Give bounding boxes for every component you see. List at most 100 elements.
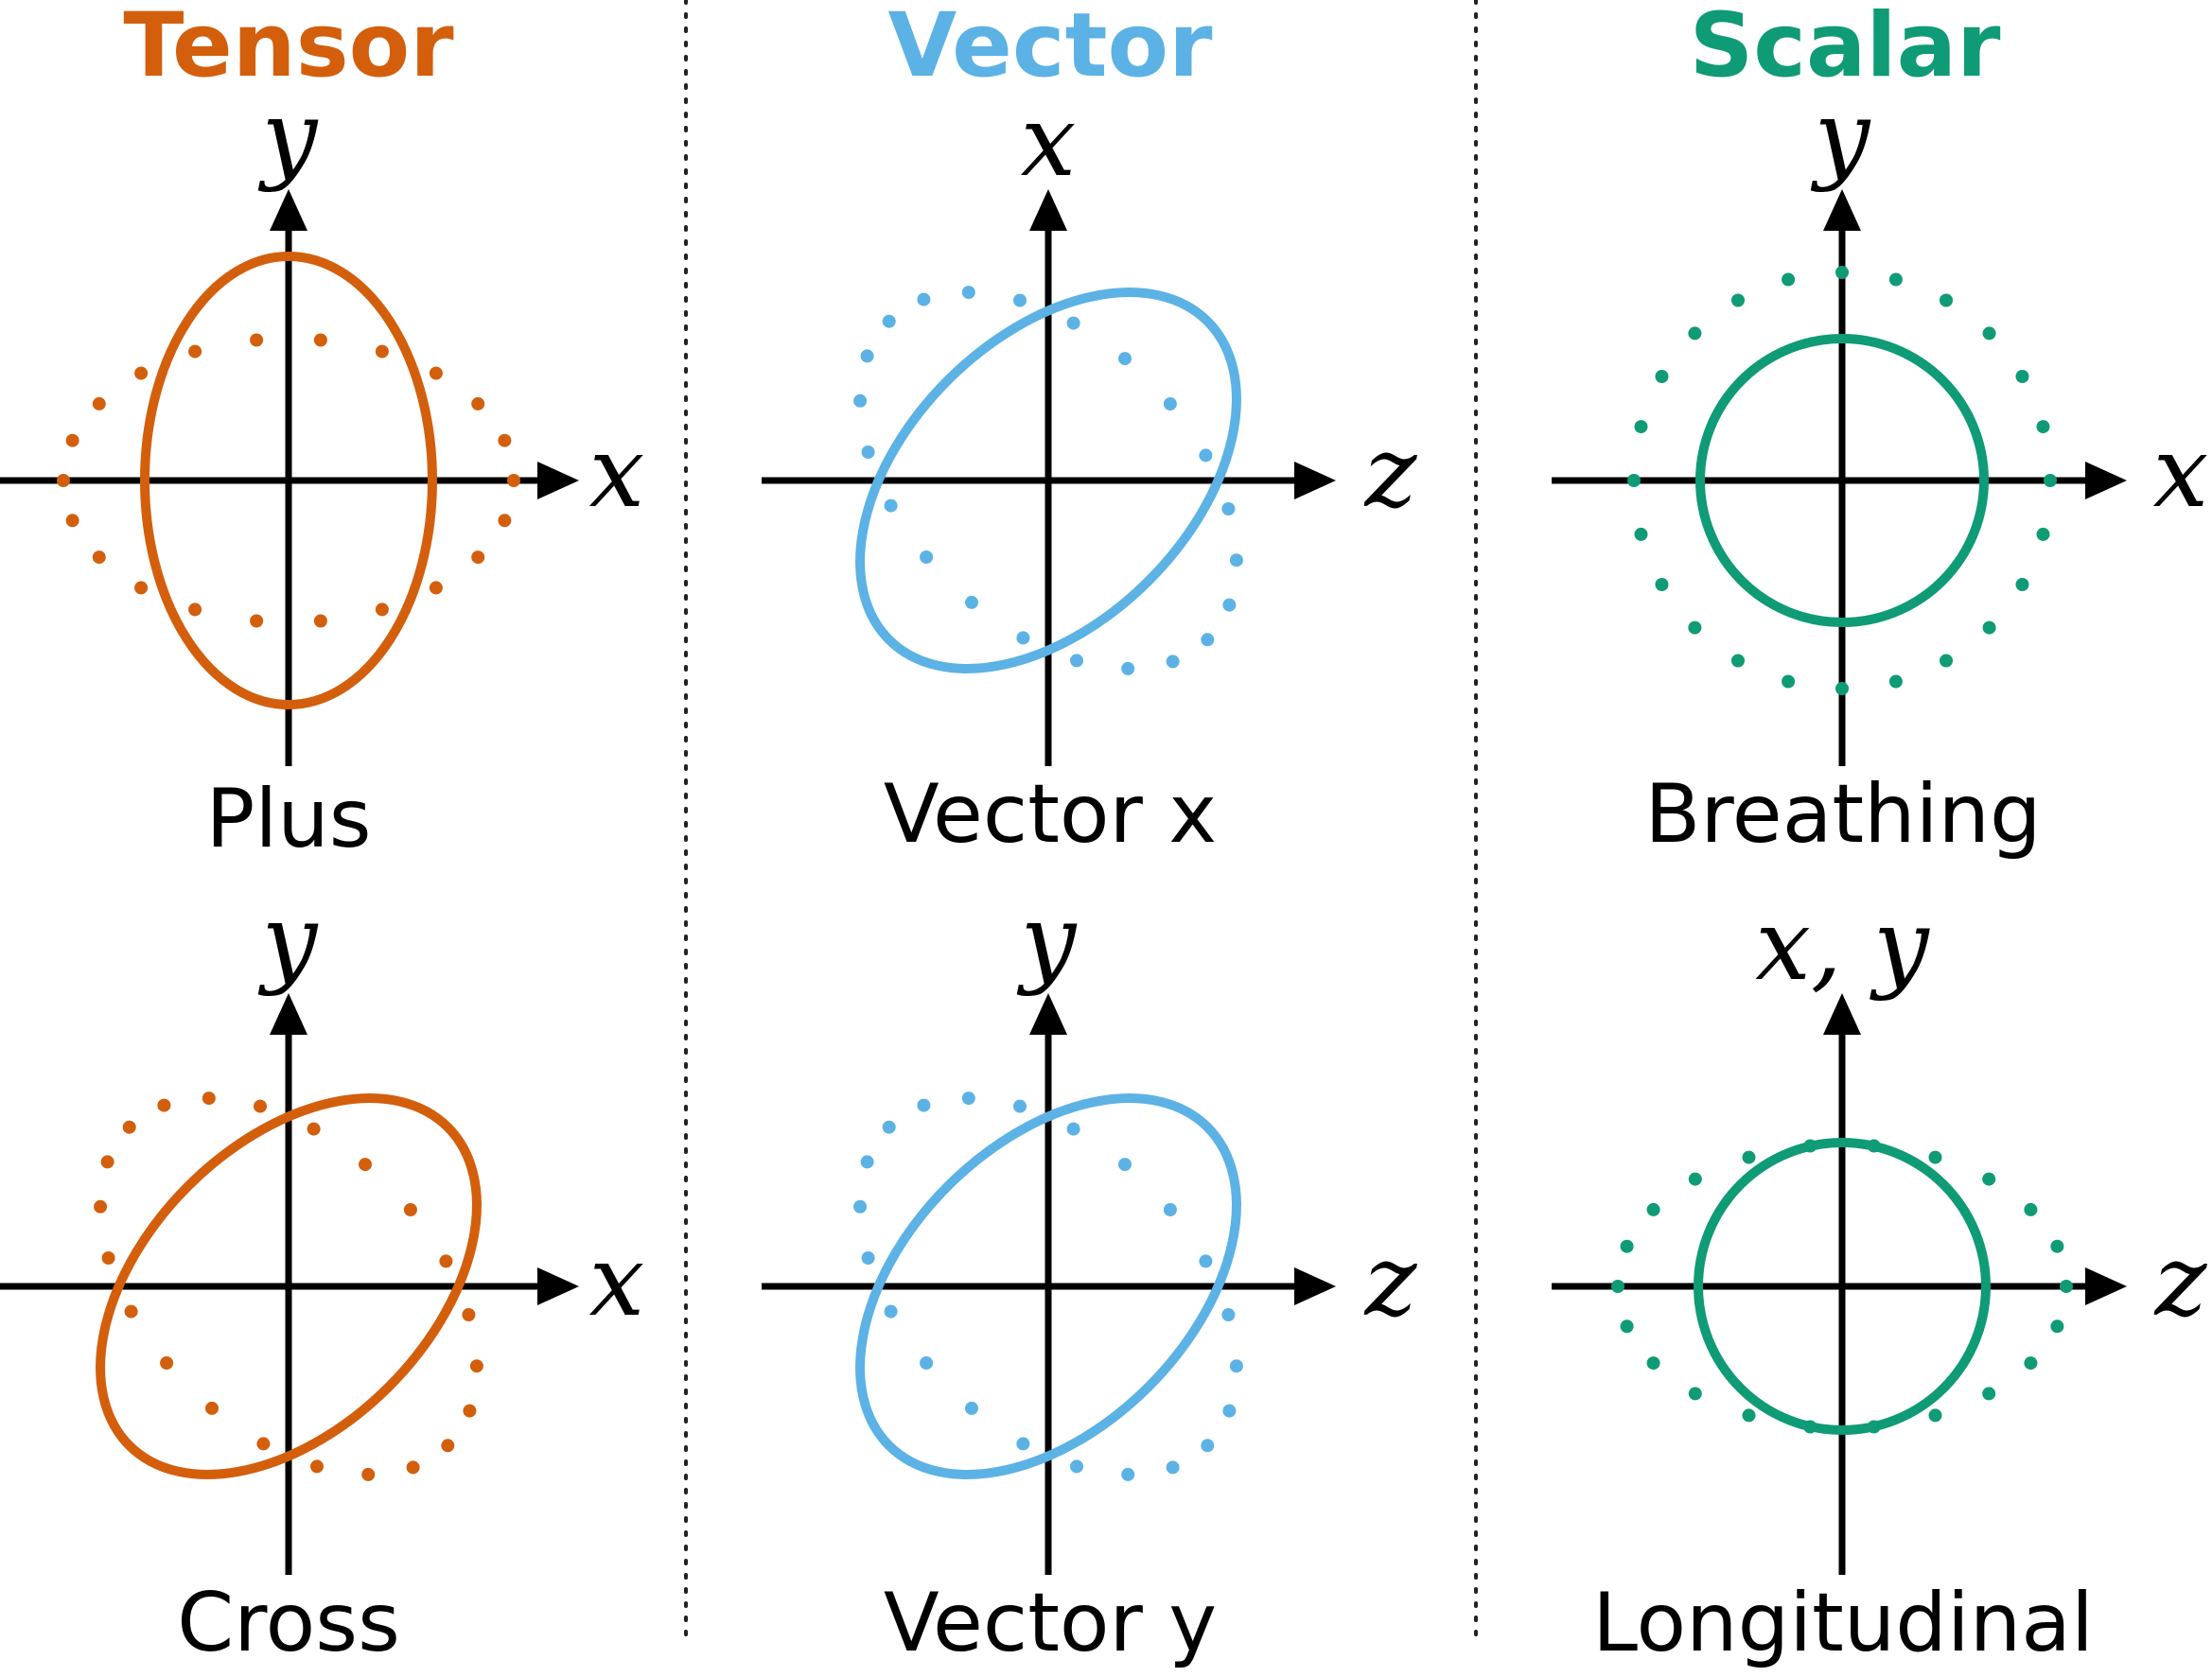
panel-vector-x-solid-ring (855, 288, 1241, 673)
panel-vector-y-dotted-point (1118, 1158, 1132, 1172)
panel-plus-dotted-point (375, 344, 389, 358)
panel-vector-y-solid-ring (855, 1093, 1241, 1479)
panel-plus-dotted-point (250, 333, 264, 347)
panel-longitudinal-dotted-point (2050, 1239, 2064, 1253)
panel-breathing-horizontal-arrow (2085, 462, 2127, 499)
panel-plus-dotted-point (188, 603, 202, 617)
panel-breathing-dotted-point (1982, 620, 1996, 635)
panel-vector-y-dotted-point (884, 1304, 898, 1319)
panel-cross-dotted-point (160, 1356, 174, 1370)
panel-vector-x-dotted-point (884, 498, 898, 513)
panel-vector-x-dotted-point (1016, 631, 1030, 645)
panel-vector-y-dotted-point (1121, 1467, 1135, 1481)
panel-vector-x (762, 189, 1336, 766)
panel-longitudinal-dotted-point (2060, 1280, 2073, 1293)
panel-plus-dotted-point (429, 366, 443, 380)
panel-cross-dotted-point (94, 1199, 108, 1214)
panel-breathing-dotted-point (1655, 578, 1669, 591)
panel-vector-x-dotted-point (1163, 397, 1177, 411)
panel-cross-vertical-axis-label: y (258, 882, 319, 998)
panel-longitudinal-dotted-point (2050, 1319, 2064, 1334)
panel-breathing-dotted-point (1688, 326, 1702, 341)
panel-plus-label: Plus (205, 772, 371, 866)
panel-vector-y-horizontal-axis-label: z (1363, 1223, 1418, 1338)
panel-longitudinal-solid-ring (1694, 1138, 1991, 1435)
panel-vector-x-dotted-point (1221, 502, 1236, 515)
panel-vector-x-dotted-point (882, 314, 896, 328)
panel-vector-x-label: Vector x (884, 767, 1217, 862)
panel-cross-dotted-point (307, 1122, 321, 1136)
panel-breathing-dotted-point (1982, 326, 1996, 341)
panel-vector-y-dotted-point (1222, 1404, 1237, 1418)
panel-cross-dotted-point (100, 1155, 114, 1169)
panel-breathing-vertical-arrow (1823, 189, 1861, 231)
panel-cross-dotted-point (469, 1359, 483, 1373)
panel-cross-dotted-point (403, 1203, 417, 1216)
panel-cross-dotted-point (205, 1401, 219, 1415)
panel-breathing-dotted-point (2015, 578, 2029, 591)
panel-cross-dotted-point (101, 1251, 115, 1265)
panel-plus-dotted-point (65, 514, 79, 528)
panel-cross-dotted-point (122, 1120, 136, 1134)
panel-breathing-dotted-point (1731, 293, 1745, 307)
panel-longitudinal-label: Longitudinal (1592, 1576, 2094, 1670)
panel-plus-dotted-point (134, 366, 149, 380)
panel-longitudinal-dotted-point (1646, 1356, 1660, 1371)
panel-vector-y-dotted-point (860, 1155, 874, 1169)
panel-vector-y-dotted-point (882, 1120, 896, 1134)
panel-breathing-dotted-point (2036, 527, 2050, 541)
column-title-tensor: Tensor (123, 0, 454, 97)
panel-breathing-dotted-point (1731, 654, 1745, 668)
panel-cross-dotted-point (202, 1092, 216, 1106)
panel-vector-x-vertical-arrow (1029, 189, 1067, 231)
panel-longitudinal-dotted-point (2024, 1356, 2038, 1371)
panel-longitudinal (1552, 993, 2127, 1575)
panel-cross-horizontal-arrow (537, 1267, 579, 1305)
panel-vector-y-dotted-point (1229, 1359, 1243, 1373)
panel-vector-y-dotted-point (1166, 1460, 1180, 1475)
panel-breathing-dotted-point (1655, 370, 1669, 383)
panel-breathing-dotted-point (1835, 682, 1849, 695)
panel-breathing-dotted-point (1634, 527, 1648, 541)
panel-breathing-dotted-point (2036, 420, 2050, 434)
panel-cross-vertical-arrow (270, 993, 307, 1035)
panel-breathing-dotted-point (1940, 293, 1953, 307)
panel-vector-x-dotted-point (1199, 448, 1213, 463)
panel-vector-y-label: Vector y (884, 1576, 1217, 1670)
panel-vector-x-dotted-point (1222, 598, 1237, 612)
panel-vector-x-horizontal-arrow (1294, 462, 1336, 499)
panel-breathing-solid-ring (1695, 334, 1989, 627)
panel-breathing-dotted-point (1835, 266, 1849, 279)
panel-plus-dotted-point (57, 474, 70, 487)
panel-vector-x-dotted-point (861, 445, 875, 459)
panel-vector-x-dotted-point (1070, 654, 1083, 668)
panel-longitudinal-vertical-axis-label: x, y (1755, 887, 1930, 1003)
panel-vector-y-vertical-axis-label: y (1017, 882, 1078, 998)
panel-vector-x-dotted-point (1118, 352, 1132, 366)
panel-vector-x-dotted-point (1201, 633, 1215, 647)
panel-vector-y-dotted-point (1016, 1437, 1030, 1451)
panel-vector-x-dotted-point (860, 349, 874, 363)
panel-cross-dotted-point (441, 1439, 455, 1453)
panel-longitudinal-dotted-point (1928, 1408, 1942, 1423)
panel-plus-dotted-point (92, 550, 106, 565)
panel-vector-y-dotted-point (1201, 1439, 1215, 1453)
panel-breathing-vertical-axis-label: y (1811, 79, 1871, 194)
panel-longitudinal-dotted-point (2024, 1202, 2038, 1216)
panel-vector-y-dotted-point (1199, 1254, 1213, 1268)
panel-breathing-dotted-point (1888, 674, 1903, 689)
panel-cross-dotted-point (361, 1467, 376, 1481)
panel-vector-y-dotted-point (965, 1401, 978, 1415)
panel-cross-dotted-point (157, 1098, 171, 1112)
panel-vector-y-dotted-point (853, 1199, 868, 1214)
panel-breathing-label: Breathing (1644, 767, 2041, 862)
panel-plus-dotted-point (471, 396, 485, 411)
panel-plus-dotted-point (375, 603, 389, 617)
panel-breathing-dotted-point (1782, 674, 1796, 689)
panel-plus-dotted-point (498, 514, 512, 528)
panel-vector-x-dotted-point (853, 393, 868, 408)
panel-cross-dotted-point (439, 1254, 453, 1268)
panel-vector-x-dotted-point (917, 292, 931, 306)
panel-longitudinal-dotted-point (1646, 1202, 1660, 1216)
